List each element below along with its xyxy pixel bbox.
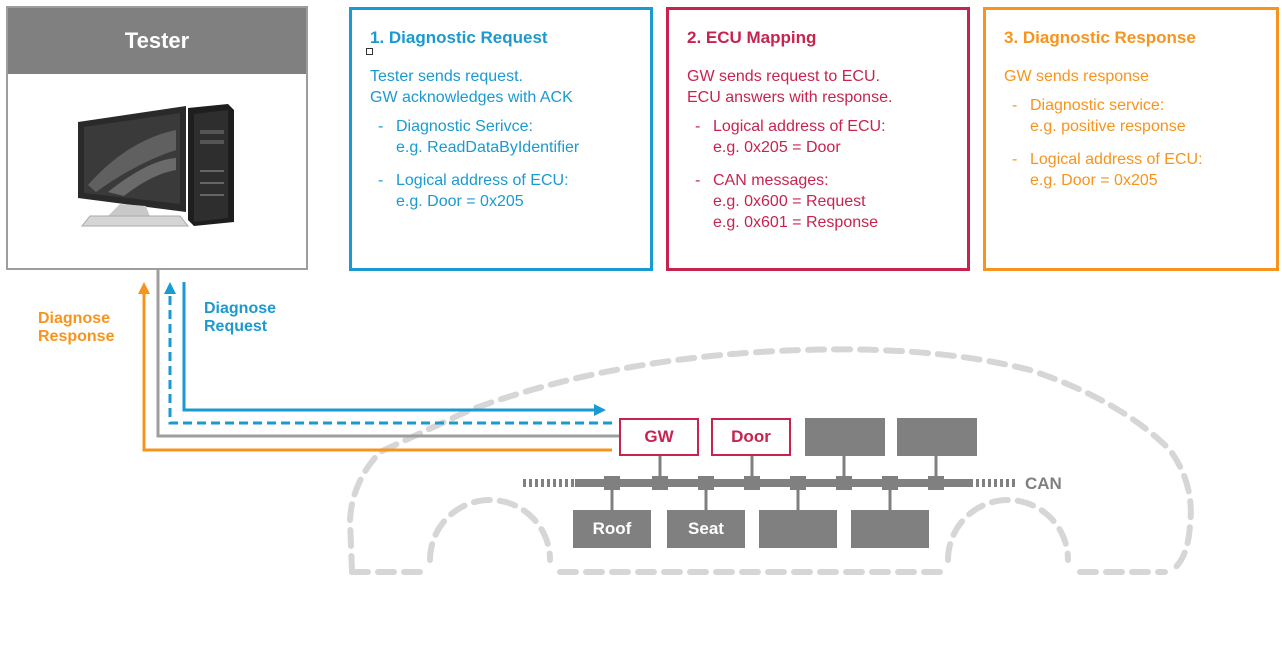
diagnostic-request-card: 1. Diagnostic Request Tester sends reque… bbox=[349, 7, 653, 271]
list-item-line: e.g. ReadDataByIdentifier bbox=[396, 139, 580, 156]
ack-arrow bbox=[164, 282, 612, 425]
label-line: Request bbox=[204, 318, 268, 335]
list-item-line: e.g. 0x205 = Door bbox=[713, 139, 841, 156]
list-item: CAN messages: e.g. 0x600 = Request e.g. … bbox=[685, 170, 951, 233]
ecu-door: Door bbox=[711, 418, 791, 456]
can-label: CAN bbox=[1025, 474, 1062, 493]
response-arrow bbox=[138, 282, 612, 452]
card-list: Diagnostic service: e.g. positive respon… bbox=[1002, 95, 1260, 191]
ecu-seat: Seat bbox=[667, 510, 745, 548]
list-item: Logical address of ECU: e.g. Door = 0x20… bbox=[1002, 149, 1260, 191]
label-line: Response bbox=[38, 328, 115, 345]
list-item: Logical address of ECU: e.g. Door = 0x20… bbox=[368, 170, 634, 212]
diagnose-request-label: Diagnose Request bbox=[204, 300, 276, 336]
ecu-bottom-3 bbox=[759, 510, 837, 548]
request-arrow bbox=[182, 282, 606, 416]
list-item-line: e.g. 0x601 = Response bbox=[713, 214, 879, 231]
list-item-line: Logical address of ECU: bbox=[396, 172, 569, 189]
card-title: 1. Diagnostic Request bbox=[370, 28, 548, 47]
intro-line: Tester sends request. bbox=[370, 68, 523, 85]
tester-box: Tester bbox=[6, 6, 308, 270]
ecu-roof: Roof bbox=[573, 510, 651, 548]
card-list: Logical address of ECU: e.g. 0x205 = Doo… bbox=[685, 116, 951, 233]
list-item-line: e.g. positive response bbox=[1030, 118, 1186, 135]
card-intro: GW sends response bbox=[1004, 66, 1260, 87]
ecu-bottom-4 bbox=[851, 510, 929, 548]
diagnostic-response-card: 3. Diagnostic Response GW sends response… bbox=[983, 7, 1279, 271]
list-item-line: e.g. Door = 0x205 bbox=[1030, 172, 1158, 189]
intro-line: GW acknowledges with ACK bbox=[370, 89, 573, 106]
list-item-line: e.g. Door = 0x205 bbox=[396, 193, 524, 210]
list-item: Logical address of ECU: e.g. 0x205 = Doo… bbox=[685, 116, 951, 158]
car-outline bbox=[346, 346, 1194, 575]
list-item-line: e.g. 0x600 = Request bbox=[713, 193, 866, 210]
can-bus bbox=[523, 456, 1018, 510]
label-line: Diagnose bbox=[204, 300, 277, 317]
intro-line: GW sends response bbox=[1004, 68, 1149, 85]
card-intro: GW sends request to ECU. ECU answers wit… bbox=[687, 66, 951, 108]
label-line: Diagnose bbox=[38, 310, 111, 327]
list-item: Diagnostic Serivce: e.g. ReadDataByIdent… bbox=[368, 116, 634, 158]
diagnose-response-label: Diagnose Response bbox=[38, 310, 114, 346]
card-intro: Tester sends request. GW acknowledges wi… bbox=[370, 66, 634, 108]
intro-line: GW sends request to ECU. bbox=[687, 68, 880, 85]
intro-line: ECU answers with response. bbox=[687, 89, 893, 106]
ecu-mapping-card: 2. ECU Mapping GW sends request to ECU. … bbox=[666, 7, 970, 271]
ecu-gw: GW bbox=[619, 418, 699, 456]
ecu-top-3 bbox=[805, 418, 885, 456]
ecu-top-4 bbox=[897, 418, 977, 456]
list-item-line: Logical address of ECU: bbox=[1030, 151, 1203, 168]
card-title: 3. Diagnostic Response bbox=[1004, 28, 1196, 47]
list-item-line: CAN messages: bbox=[713, 172, 829, 189]
small-square-marker bbox=[366, 48, 373, 55]
card-list: Diagnostic Serivce: e.g. ReadDataByIdent… bbox=[368, 116, 634, 212]
list-item-line: Diagnostic Serivce: bbox=[396, 118, 533, 135]
tester-connection-line bbox=[156, 270, 620, 438]
list-item: Diagnostic service: e.g. positive respon… bbox=[1002, 95, 1260, 137]
list-item-line: Diagnostic service: bbox=[1030, 97, 1165, 114]
tester-title: Tester bbox=[8, 8, 306, 74]
list-item-line: Logical address of ECU: bbox=[713, 118, 886, 135]
desktop-computer-icon bbox=[78, 104, 234, 227]
card-title: 2. ECU Mapping bbox=[687, 28, 817, 47]
